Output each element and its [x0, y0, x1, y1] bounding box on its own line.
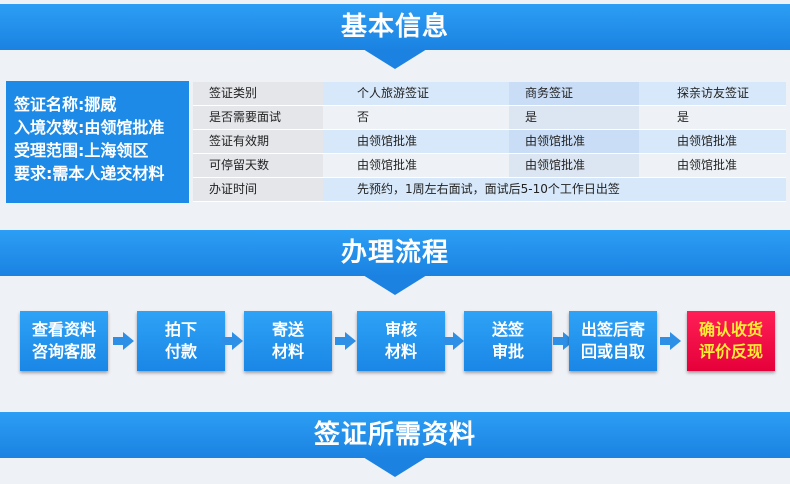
visa-summary-box: 签证名称:挪威 入境次数:由领馆批准 受理范围:上海领区 要求:需本人递交材料 [6, 81, 189, 203]
step-review-materials[interactable]: 审核 材料 [357, 311, 445, 371]
table-cell: 先预约，1周左右面试，面试后5-10个工作日出签 [323, 178, 786, 201]
step-label: 送签 [491, 320, 524, 339]
step-label: 材料 [271, 342, 304, 361]
step-label: 咨询客服 [31, 342, 96, 361]
table-cell: 由领馆批准 [509, 154, 639, 177]
table-row: 签证类别 个人旅游签证 商务签证 探亲访友签证 [193, 82, 786, 106]
table-cell: 是 [639, 106, 786, 129]
step-label: 评价反现 [698, 342, 763, 361]
section-title: 办理流程 [340, 238, 449, 268]
header-bar [0, 4, 790, 50]
step-send-materials[interactable]: 寄送 材料 [244, 311, 332, 371]
header-pointer [363, 457, 427, 477]
summary-requirement: 要求:需本人递交材料 [14, 164, 165, 183]
step-label: 拍下 [164, 320, 197, 339]
header-pointer [363, 49, 427, 69]
step-label: 审批 [491, 342, 524, 361]
table-cell: 否 [323, 106, 509, 129]
step-return-or-pickup[interactable]: 出签后寄 回或自取 [569, 311, 657, 371]
table-cell: 签证类别 [193, 82, 323, 105]
table-cell: 签证有效期 [193, 130, 323, 153]
step-label: 确认收货 [698, 320, 763, 339]
step-label: 回或自取 [580, 342, 645, 361]
step-label: 出签后寄 [580, 320, 645, 339]
header-bar [0, 412, 790, 458]
table-cell: 是否需要面试 [193, 106, 323, 129]
step-label: 寄送 [271, 320, 304, 339]
table-cell: 商务签证 [509, 82, 639, 105]
step-submit-approval[interactable]: 送签 审批 [464, 311, 552, 371]
table-cell: 由领馆批准 [639, 130, 786, 153]
visa-info-table: 签证类别 个人旅游签证 商务签证 探亲访友签证 是否需要面试 否 是 是 签证有… [193, 82, 786, 202]
table-cell: 是 [509, 106, 639, 129]
section-header-materials: 签证所需资料 [0, 412, 790, 477]
section-header-process: 办理流程 [0, 230, 790, 295]
header-bar [0, 230, 790, 276]
step-pay[interactable]: 拍下 付款 [137, 311, 225, 371]
section-title: 签证所需资料 [313, 420, 476, 450]
table-cell: 由领馆批准 [323, 130, 509, 153]
summary-visa-name: 签证名称:挪威 [14, 95, 117, 114]
section-title: 基本信息 [340, 12, 449, 42]
table-cell: 由领馆批准 [323, 154, 509, 177]
step-label: 审核 [384, 320, 417, 339]
table-row: 办证时间 先预约，1周左右面试，面试后5-10个工作日出签 [193, 178, 786, 202]
table-cell: 由领馆批准 [639, 154, 786, 177]
table-cell: 可停留天数 [193, 154, 323, 177]
summary-jurisdiction: 受理范围:上海领区 [14, 141, 149, 160]
table-cell: 个人旅游签证 [323, 82, 509, 105]
step-label: 付款 [164, 342, 197, 361]
table-row: 是否需要面试 否 是 是 [193, 106, 786, 130]
step-label: 查看资料 [31, 320, 96, 339]
header-pointer [363, 275, 427, 295]
table-cell: 探亲访友签证 [639, 82, 786, 105]
table-cell: 由领馆批准 [509, 130, 639, 153]
section-header-basic-info: 基本信息 [0, 4, 790, 69]
step-view-materials[interactable]: 查看资料 咨询客服 [20, 311, 108, 371]
table-row: 可停留天数 由领馆批准 由领馆批准 由领馆批准 [193, 154, 786, 178]
summary-entries: 入境次数:由领馆批准 [14, 118, 165, 137]
table-row: 签证有效期 由领馆批准 由领馆批准 由领馆批准 [193, 130, 786, 154]
step-label: 材料 [384, 342, 417, 361]
step-confirm-and-review[interactable]: 确认收货 评价反现 [687, 311, 775, 371]
table-cell: 办证时间 [193, 178, 323, 201]
